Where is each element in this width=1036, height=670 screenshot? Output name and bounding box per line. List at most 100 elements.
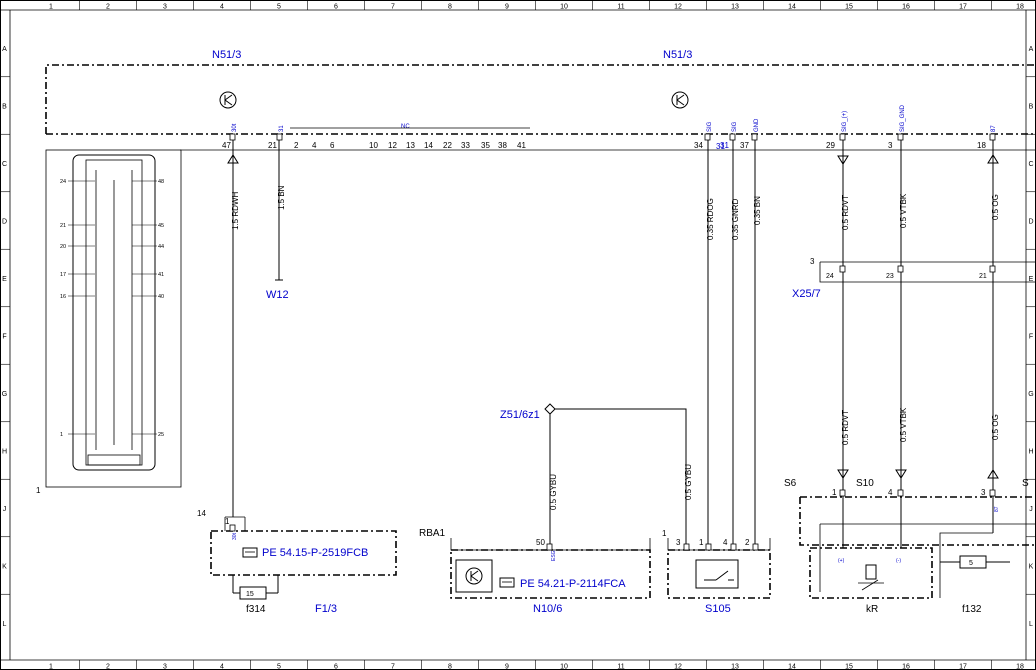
top-pin-2: 2 <box>294 141 299 150</box>
row-marker-L-right: L <box>1029 621 1033 628</box>
svg-text:1.5 RDWH: 1.5 RDWH <box>231 192 240 230</box>
f132-label: f132 <box>962 604 982 615</box>
column-marker-5-bottom: 5 <box>277 664 281 670</box>
column-marker-4-bottom: 4 <box>220 664 224 670</box>
splice-z51: 0.5 GYBU 0.5 GYBU <box>544 403 693 550</box>
connector-pin-44: 44 <box>158 244 164 250</box>
row-marker-D-right: D <box>1028 219 1033 226</box>
column-marker-14-top: 14 <box>788 4 796 11</box>
column-marker-13-top: 13 <box>731 4 739 11</box>
s105-pin-top: 1 <box>662 529 667 538</box>
x25-pin-23: 23 <box>886 273 894 280</box>
column-marker-1-bottom: 1 <box>49 664 53 670</box>
top-pin-4: 4 <box>312 141 317 150</box>
connector-pin-1: 1 <box>60 432 63 438</box>
row-marker-A-left: A <box>2 46 7 53</box>
column-marker-9-top: 9 <box>505 4 509 11</box>
row-marker-D-left: D <box>2 219 7 226</box>
electronic-module-icon <box>671 91 689 109</box>
function-87: 87 <box>991 125 997 132</box>
function-sig-plus: SIG_(+) <box>842 111 848 132</box>
wire-bn-gnd: 0.35 BN <box>753 140 762 544</box>
function-sig-1: SIG <box>707 121 713 132</box>
right-pin-31: 31 <box>720 141 729 150</box>
svg-text:0.5 OG: 0.5 OG <box>991 414 1000 440</box>
column-marker-4-top: 4 <box>220 4 224 11</box>
reference-hand-icon <box>499 577 515 588</box>
connector-icon <box>72 154 156 471</box>
column-marker-2-bottom: 2 <box>106 664 110 670</box>
connector-pin-25: 25 <box>158 432 164 438</box>
row-marker-E-right: E <box>1029 276 1034 283</box>
column-marker-11-top: 11 <box>617 4 624 11</box>
top-pin-33: 33 <box>461 141 470 150</box>
function-30t-fuse: 30t <box>232 532 238 540</box>
s-pin-4: 4 <box>888 488 893 497</box>
nc-label: NC <box>401 124 410 130</box>
reference-pe2[interactable]: PE 54.21-P-2114FCA <box>520 578 626 590</box>
row-marker-J-right: J <box>1029 506 1033 513</box>
column-marker-17-top: 17 <box>959 4 967 11</box>
s-pin-1: 1 <box>832 488 837 497</box>
n51-label-left: N51/3 <box>212 49 241 61</box>
row-marker-G-right: G <box>1028 391 1033 398</box>
column-markers: 1122334455667788991010111112121313141415… <box>49 0 1024 670</box>
reference-pe1[interactable]: PE 54.15-P-2519FCB <box>262 547 368 559</box>
reference-hand-icon <box>242 547 258 558</box>
function-gnd: GND <box>754 118 760 132</box>
polarity-minus: (-) <box>896 558 901 564</box>
top-pin-6: 6 <box>330 141 335 150</box>
z51-label: Z51/6z1 <box>500 409 540 421</box>
s6-label: S6 <box>784 478 797 489</box>
column-marker-15-bottom: 15 <box>845 664 853 670</box>
connector-pin-40: 40 <box>158 294 164 300</box>
row-marker-A-right: A <box>1029 46 1034 53</box>
n10-pin-50: 50 <box>536 538 545 547</box>
rba1-block <box>450 538 651 599</box>
top-pin-35: 35 <box>481 141 490 150</box>
wire-gnrd: 0.35 GNRD <box>731 140 740 544</box>
svg-text:0.35 RDOG: 0.35 RDOG <box>706 198 715 240</box>
row-marker-C-left: C <box>2 161 7 168</box>
fuse-pin-1: 1 <box>225 517 230 526</box>
column-marker-18-top: 18 <box>1016 4 1024 11</box>
x25-pin-24: 24 <box>826 273 834 280</box>
s105-pin-3: 3 <box>676 538 681 547</box>
connector-pin-24: 24 <box>60 179 66 185</box>
column-marker-12-top: 12 <box>674 4 682 11</box>
connector-pin-17: 17 <box>60 272 66 278</box>
column-marker-2-top: 2 <box>106 4 110 11</box>
row-marker-K-right: K <box>1029 564 1034 571</box>
function-30t: 30t <box>232 123 238 132</box>
s105-pin-1: 1 <box>699 538 704 547</box>
right-pin-18: 18 <box>977 141 986 150</box>
column-marker-15-top: 15 <box>845 4 853 11</box>
fuse-box <box>210 516 397 600</box>
column-marker-7-bottom: 7 <box>391 664 395 670</box>
column-marker-10-top: 10 <box>560 4 568 11</box>
row-marker-F-right: F <box>1029 334 1033 341</box>
pin-function-labels: 30t 31 SIG SIG GND SIG_(+) SIG_GND 87 <box>232 104 997 132</box>
svg-text:0.5 GYBU: 0.5 GYBU <box>684 464 693 500</box>
row-marker-B-right: B <box>1029 104 1034 111</box>
s105-label: S105 <box>705 603 731 615</box>
svg-text:0.35 BN: 0.35 BN <box>753 196 762 225</box>
wire-bn-w12: 1.5 BN <box>275 140 286 281</box>
row-marker-J-left: J <box>3 506 7 513</box>
right-pin-37: 37 <box>740 141 749 150</box>
top-pin-12: 12 <box>388 141 397 150</box>
wire-og: 0.5 OG 0.5 OG <box>987 140 1000 490</box>
x25-pin-21: 21 <box>979 273 987 280</box>
connector-pin-21: 21 <box>60 223 66 229</box>
s105-pin-2: 2 <box>745 538 750 547</box>
top-pin-41: 41 <box>517 141 526 150</box>
row-marker-H-left: H <box>2 449 7 456</box>
column-marker-14-bottom: 14 <box>788 664 796 670</box>
x25-pin-3: 3 <box>810 257 815 266</box>
column-marker-8-bottom: 8 <box>448 664 452 670</box>
function-sig-gnd: SIG_GND <box>900 104 906 132</box>
right-pin-34: 34 <box>694 141 703 150</box>
